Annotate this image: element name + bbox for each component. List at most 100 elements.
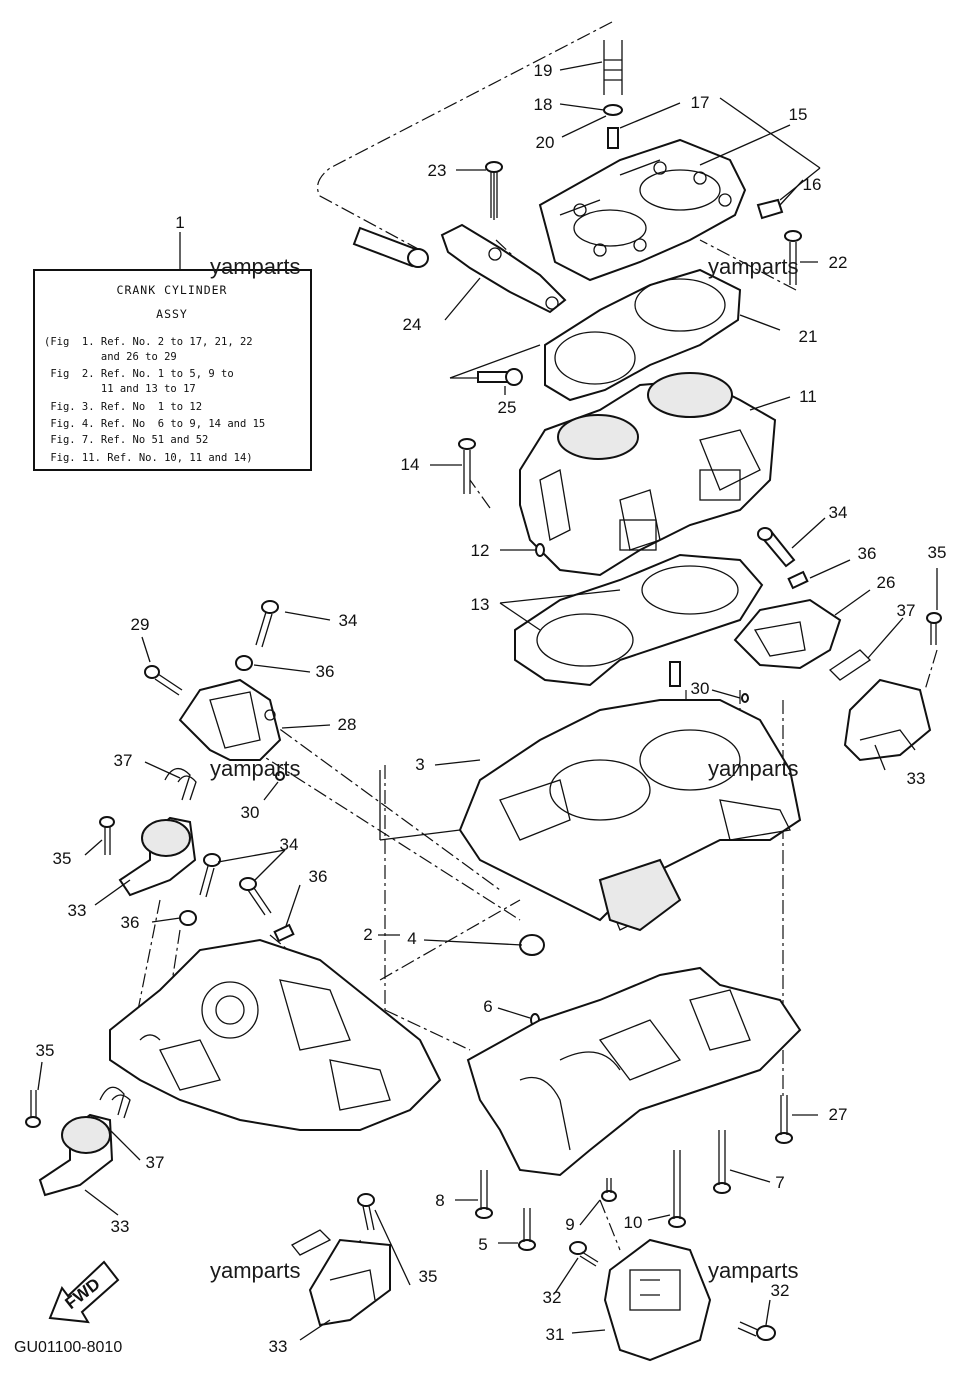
elbow-fitting xyxy=(756,198,784,220)
callout-label: 26 xyxy=(877,573,896,592)
info-box: CRANK CYLINDER ASSY (Fig 1. Ref. No. 2 t… xyxy=(33,232,312,471)
engine-mount-rubber xyxy=(308,1238,391,1327)
bolt xyxy=(458,438,476,494)
callout-label: 11 xyxy=(799,387,817,406)
callout-label: 34 xyxy=(829,503,848,522)
watermark-text: yamparts xyxy=(210,254,300,279)
callout-label: 4 xyxy=(407,929,416,948)
callout-label: 6 xyxy=(483,997,492,1016)
callout-label: 8 xyxy=(435,1191,444,1210)
fwd-arrow-icon: FWD xyxy=(48,1260,120,1324)
collar xyxy=(787,570,809,590)
callout-label: 9 xyxy=(565,1215,574,1234)
watermarks: yamparts yamparts yamparts yamparts yamp… xyxy=(210,254,798,1283)
info-box-subtitle: ASSY xyxy=(156,307,188,321)
info-box-line: Fig. 11. Ref. No. 10, 11 and 14) xyxy=(44,452,253,464)
callout-label: 1 xyxy=(175,213,184,232)
callout-label: 29 xyxy=(131,615,150,634)
callout-label: 17 xyxy=(691,93,710,112)
bolt xyxy=(601,1178,617,1202)
bolt xyxy=(357,1193,375,1231)
callout-label: 34 xyxy=(280,835,299,854)
callout-label: 36 xyxy=(121,913,140,932)
callout-label: 36 xyxy=(309,867,328,886)
callout-label: 2 xyxy=(363,925,372,944)
bolt xyxy=(784,230,802,285)
callout-label: 31 xyxy=(546,1325,565,1344)
callout-labels: 1 2 3 4 5 6 7 8 9 10 11 12 13 14 15 16 1… xyxy=(36,61,947,1356)
info-box-line: Fig 2. Ref. No. 1 to 5, 9 to xyxy=(44,368,234,380)
bolt xyxy=(477,368,523,386)
bolt xyxy=(239,877,272,916)
engine-mount-rubber xyxy=(843,678,932,762)
head-gasket xyxy=(544,268,742,402)
callout-label: 10 xyxy=(624,1213,643,1232)
callout-label: 15 xyxy=(789,105,808,124)
callout-label: 14 xyxy=(401,455,420,474)
info-box-line: Fig. 7. Ref. No 51 and 52 xyxy=(44,434,208,446)
callout-label: 21 xyxy=(799,327,818,346)
info-box-line: Fig. 4. Ref. No 6 to 9, 14 and 15 xyxy=(44,418,265,430)
watermark-text: yamparts xyxy=(708,1258,798,1283)
bolt xyxy=(144,665,183,696)
callout-label: 25 xyxy=(498,398,517,417)
info-box-line: Fig. 3. Ref. No 1 to 12 xyxy=(44,401,202,413)
bolt xyxy=(713,1130,731,1194)
shim xyxy=(828,649,872,681)
engine-mount-bracket xyxy=(178,678,282,761)
o-ring xyxy=(275,771,285,781)
upper-crankcase xyxy=(458,699,802,932)
bolt xyxy=(99,816,115,855)
info-box-title: CRANK CYLINDER xyxy=(117,283,228,297)
bolt xyxy=(569,1241,599,1267)
info-box-line: (Fig 1. Ref. No. 2 to 17, 21, 22 xyxy=(44,336,253,348)
callout-label: 30 xyxy=(241,803,260,822)
hose-nipple xyxy=(352,226,429,268)
water-hose xyxy=(603,40,623,149)
callout-label: 35 xyxy=(53,849,72,868)
watermark-text: yamparts xyxy=(210,1258,300,1283)
bracket xyxy=(603,1238,712,1362)
collar xyxy=(273,923,295,943)
shim xyxy=(291,1229,332,1256)
callout-label: 27 xyxy=(829,1105,848,1124)
bolt xyxy=(737,1321,776,1341)
engine-mount-rubber xyxy=(38,1113,114,1197)
head-bracket xyxy=(440,223,567,314)
callout-label: 36 xyxy=(316,662,335,681)
watermark-text: yamparts xyxy=(708,756,798,781)
info-box-line: 11 and 13 to 17 xyxy=(44,383,196,395)
bolt xyxy=(255,600,279,648)
bolt xyxy=(775,1095,793,1144)
drawing-code: GU01100-8010 xyxy=(14,1339,122,1356)
callout-label: 35 xyxy=(36,1041,55,1060)
callout-label: 13 xyxy=(471,595,490,614)
callout-label: 16 xyxy=(803,175,822,194)
callout-label: 24 xyxy=(403,315,422,334)
o-ring xyxy=(741,693,749,703)
callout-label: 12 xyxy=(471,541,490,560)
shim xyxy=(164,768,197,801)
callout-label: 37 xyxy=(146,1153,165,1172)
callout-label: 35 xyxy=(419,1267,438,1286)
dowel-pin xyxy=(519,934,545,956)
watermark-text: yamparts xyxy=(708,254,798,279)
bolt xyxy=(199,853,221,898)
engine-mount-rubber xyxy=(118,816,197,897)
callout-label: 23 xyxy=(428,161,447,180)
callout-label: 37 xyxy=(114,751,133,770)
callout-label: 19 xyxy=(534,61,553,80)
bolt xyxy=(518,1208,536,1251)
bolt xyxy=(485,161,503,220)
dowel-pin xyxy=(535,543,545,557)
callout-label: 37 xyxy=(897,601,916,620)
watermark-text: yamparts xyxy=(210,756,300,781)
callout-label: 5 xyxy=(478,1235,487,1254)
lower-crankcase xyxy=(466,966,802,1177)
cylinder-block xyxy=(519,372,777,577)
leader-lines xyxy=(37,61,938,1341)
collar xyxy=(179,910,197,926)
callout-label: 33 xyxy=(111,1217,130,1236)
